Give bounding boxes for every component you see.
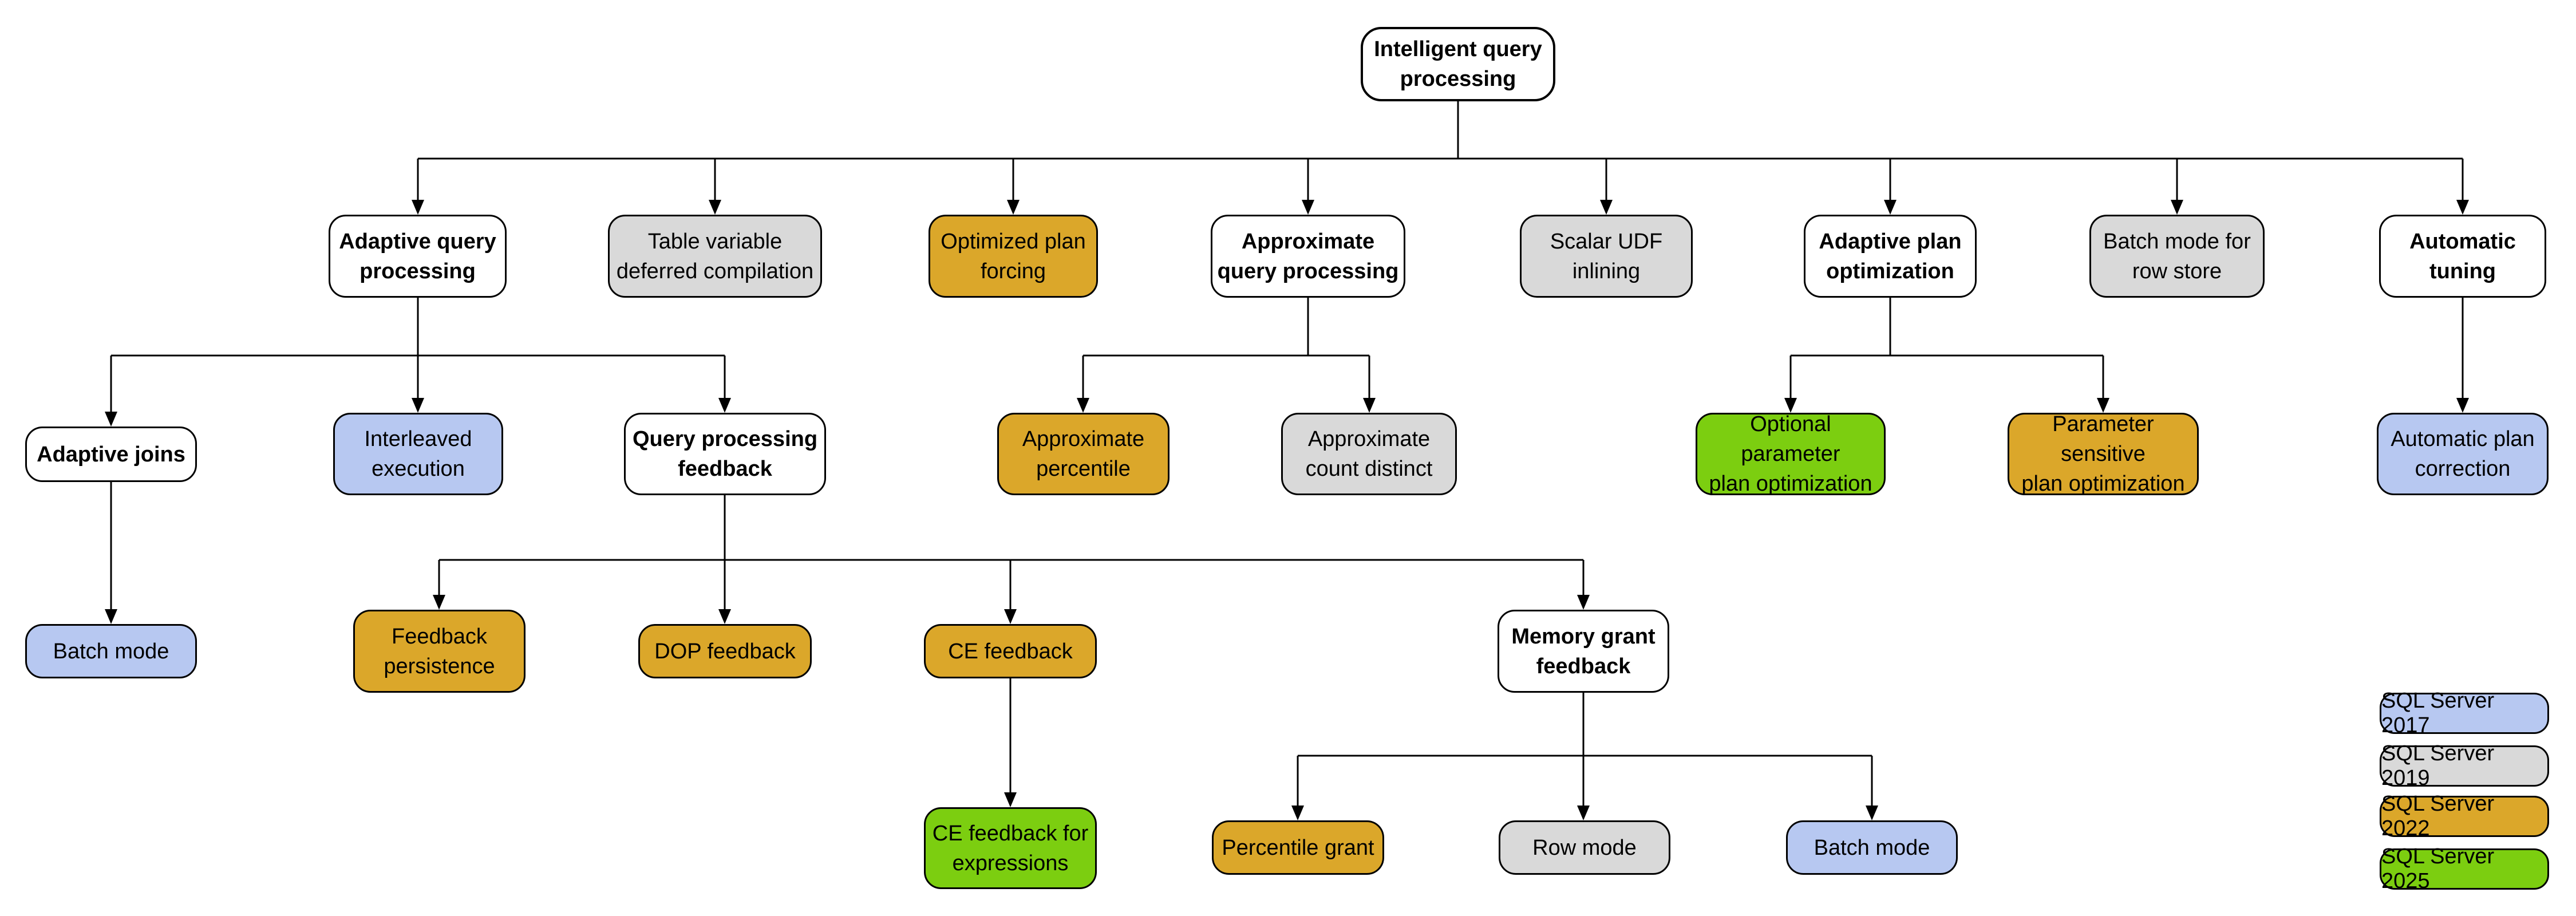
- legend-sql-server-2022: SQL Server 2022: [2380, 792, 2549, 840]
- node-automatic-tuning: Automatic tuning: [2379, 215, 2546, 298]
- connector-approximate-query-processing: [1077, 298, 1376, 413]
- node-ce-feedback-for-expressions: CE feedback for expressions: [924, 807, 1097, 889]
- connector-automatic-tuning: [2456, 298, 2469, 413]
- node-approximate-count-distinct: Approximate count distinct: [1281, 413, 1457, 495]
- legend-sql-server-2025: SQL Server 2025: [2380, 844, 2549, 893]
- connector-query-processing-feedback: [433, 495, 1590, 624]
- node-approximate-percentile: Approximate percentile: [997, 413, 1170, 495]
- node-adaptive-joins: Adaptive joins: [25, 427, 197, 482]
- connector-adaptive-joins: [105, 482, 117, 624]
- node-feedback-persistence: Feedback persistence: [353, 610, 526, 693]
- legend-sql-server-2019: SQL Server 2019: [2380, 741, 2549, 790]
- connector-memory-grant-feedback: [1291, 693, 1878, 820]
- node-dop-feedback: DOP feedback: [638, 624, 812, 678]
- legend-sql-server-2017: SQL Server 2017: [2380, 689, 2549, 737]
- node-query-processing-feedback: Query processing feedback: [624, 413, 826, 495]
- node-memory-grant-feedback: Memory grant feedback: [1498, 610, 1669, 693]
- node-parameter-sensitive-plan-optimization: Parameter sensitive plan optimization: [2008, 412, 2199, 496]
- connector-adaptive-plan-optimization: [1784, 298, 2109, 413]
- node-approximate-query-processing: Approximate query processing: [1211, 215, 1405, 298]
- node-optimized-plan-forcing: Optimized plan forcing: [929, 215, 1098, 298]
- node-adaptive-query-processing: Adaptive query processing: [329, 215, 507, 298]
- node-table-variable-deferred-compilation: Table variable deferred compilation: [608, 215, 822, 298]
- node-ce-feedback: CE feedback: [924, 624, 1097, 678]
- node-optional-parameter-plan-optimization: Optional parameter plan optimization: [1696, 412, 1886, 496]
- node-intelligent-query-processing: Intelligent query processing: [1361, 27, 1555, 101]
- node-scalar-udf-inlining: Scalar UDF inlining: [1520, 215, 1693, 298]
- node-batch-mode-for-row-store: Batch mode for row store: [2089, 215, 2265, 298]
- node-batch-mode-adaptive-joins: Batch mode: [25, 624, 197, 678]
- connector-root: [412, 101, 2469, 215]
- connector-ce-feedback: [1004, 678, 1017, 807]
- node-interleaved-execution: Interleaved execution: [333, 413, 503, 495]
- node-row-mode: Row mode: [1499, 820, 1670, 875]
- node-automatic-plan-correction: Automatic plan correction: [2377, 413, 2549, 495]
- connector-adaptive-query-processing: [105, 298, 731, 427]
- node-percentile-grant: Percentile grant: [1212, 820, 1384, 875]
- node-batch-mode-memory-grant: Batch mode: [1786, 820, 1958, 875]
- node-adaptive-plan-optimization: Adaptive plan optimization: [1804, 215, 1977, 298]
